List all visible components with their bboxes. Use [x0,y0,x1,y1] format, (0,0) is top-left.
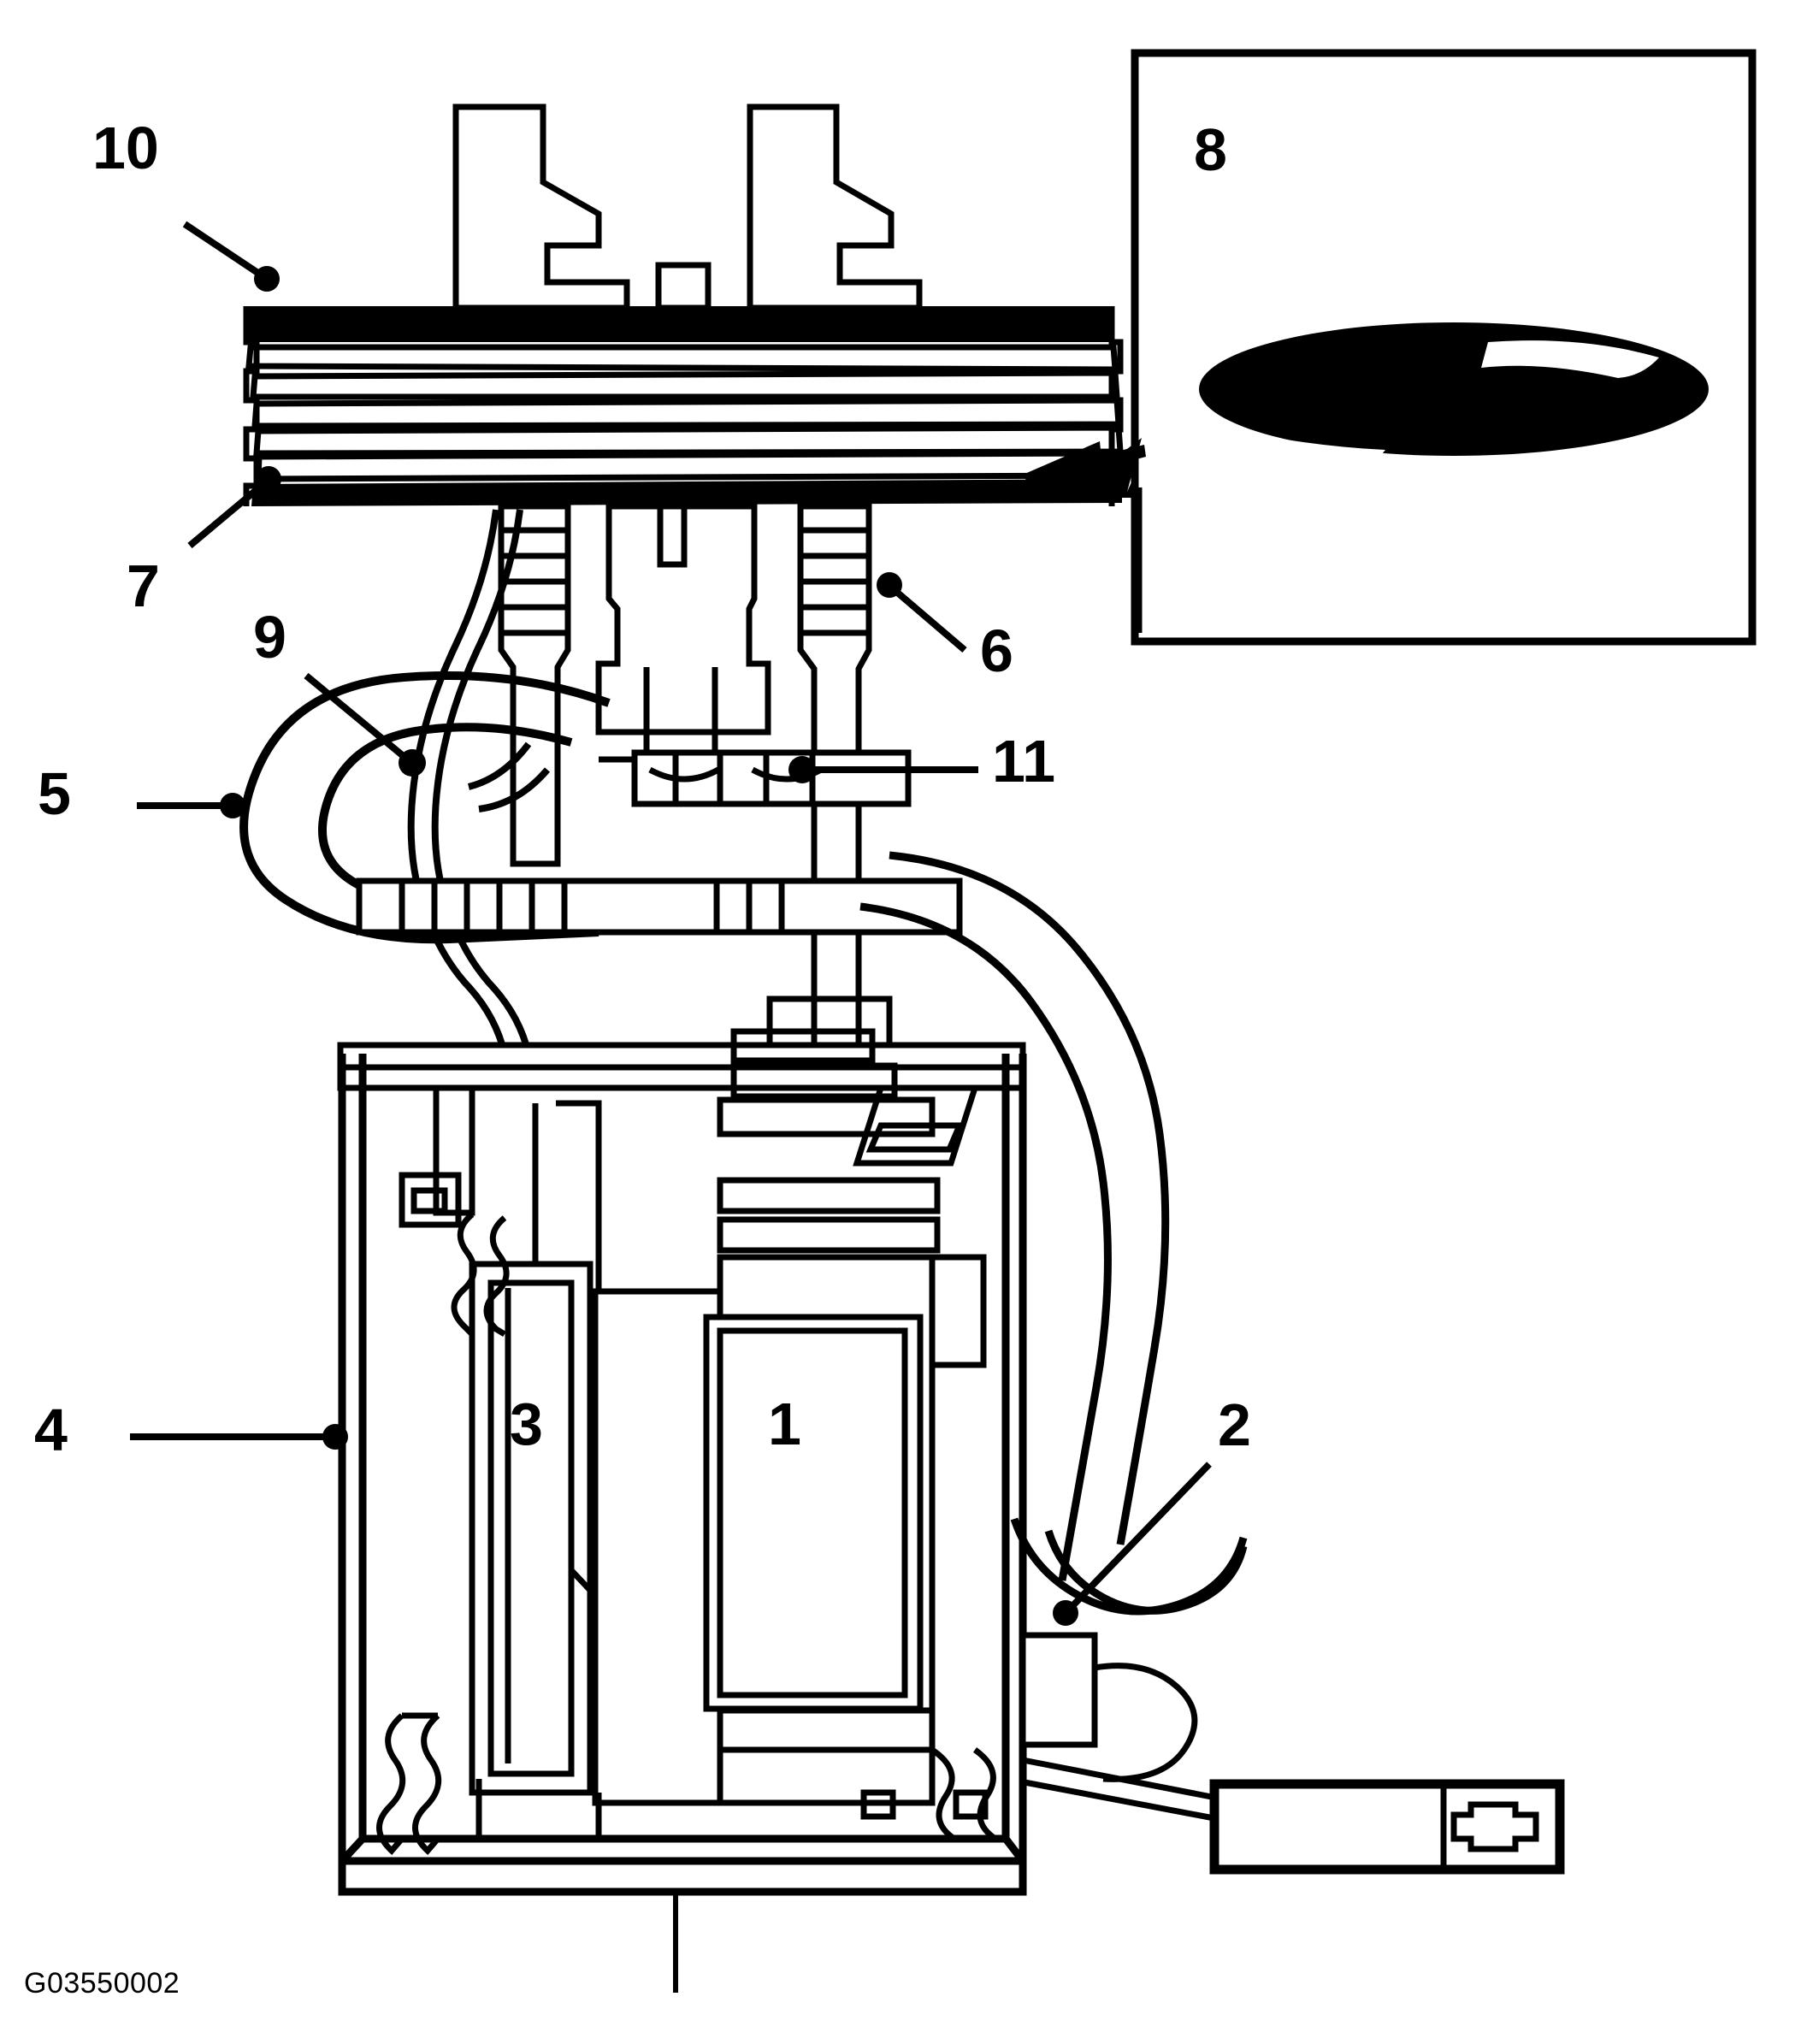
reservoir-housing [338,1054,1027,1896]
vent-hose-horizontal [356,877,963,936]
wire-harness-right [859,851,1248,1616]
reservoir-bottom-internals [376,1712,998,1856]
callout-label-4: 4 [34,1397,68,1463]
callout-label-7: 7 [127,552,160,619]
callout-label-5: 5 [38,760,71,827]
callout-label-11: 11 [992,728,1055,795]
sender-float-arm [1022,1757,1225,1823]
callout-label-6: 6 [980,617,1013,684]
callout-label-2: 2 [1218,1391,1251,1458]
leader-lines [130,221,1212,1610]
callout-label-1: 1 [768,1391,801,1457]
wire-harness-left [407,509,551,1054]
callout-label-8: 8 [1194,116,1227,183]
ribbed-tube-left [498,503,571,867]
callout-label-10: 10 [92,115,159,181]
seal-ring-ellipse [1199,322,1709,467]
sender-connector [1019,1632,1198,1782]
reservoir-inner-plumbing [399,1084,602,1338]
fuel-pump-body [592,1028,987,1806]
callout-label-9: 9 [253,604,286,671]
flange-cover-plate [243,306,1124,506]
leader-dots [220,266,1078,1626]
figure-id: G03550002 [24,1967,180,2000]
sender-float-body [1209,1779,1565,1875]
fuel-filter-element [469,1261,602,1796]
intank-electrical-connector [631,749,912,807]
callout-label-3: 3 [510,1391,543,1457]
